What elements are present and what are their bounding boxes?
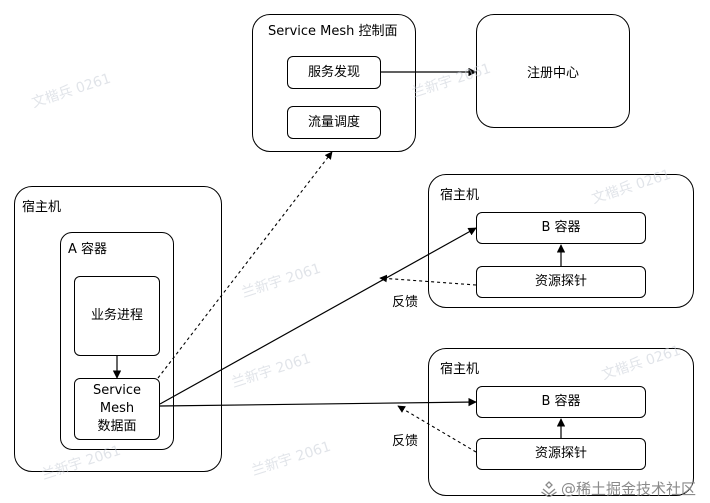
data-plane-line-1: Service (92, 383, 142, 398)
watermark-text: 兰新宇 2061 (239, 260, 323, 302)
data-plane-line-3: 数据面 (97, 419, 137, 434)
watermark-text: 兰新宇 2061 (249, 438, 333, 480)
host-a-title: 宿主机 (22, 200, 62, 215)
probe-b2-node: 资源探针 (476, 438, 646, 470)
control-plane-title: Service Mesh 控制面 (268, 24, 398, 39)
feedback-label-2: 反馈 (390, 430, 421, 449)
container-b2-node: B 容器 (476, 386, 646, 418)
registry-node: 注册中心 (476, 14, 630, 128)
container-b1-node: B 容器 (476, 212, 646, 244)
business-process-node: 业务进程 (74, 276, 160, 356)
data-plane-node: Service Mesh 数据面 (74, 378, 160, 440)
probe-b1-node: 资源探针 (476, 266, 646, 298)
data-plane-line-2: Mesh (99, 401, 135, 416)
watermark-text: 文楷兵 0261 (29, 70, 113, 112)
service-discovery-node: 服务发现 (287, 56, 381, 89)
container-a-title: A 容器 (68, 242, 108, 257)
host-b2-title: 宿主机 (440, 362, 480, 377)
brand-watermark-text: @稀土掘金技术社区 (560, 480, 696, 498)
feedback-label-1: 反馈 (390, 291, 421, 310)
juejin-logo-icon (541, 480, 557, 497)
traffic-scheduling-node: 流量调度 (287, 106, 381, 139)
watermark-text: 兰新宇 2061 (229, 350, 313, 392)
brand-watermark: @稀土掘金技术社区 (541, 478, 696, 499)
host-b1-title: 宿主机 (440, 188, 480, 203)
